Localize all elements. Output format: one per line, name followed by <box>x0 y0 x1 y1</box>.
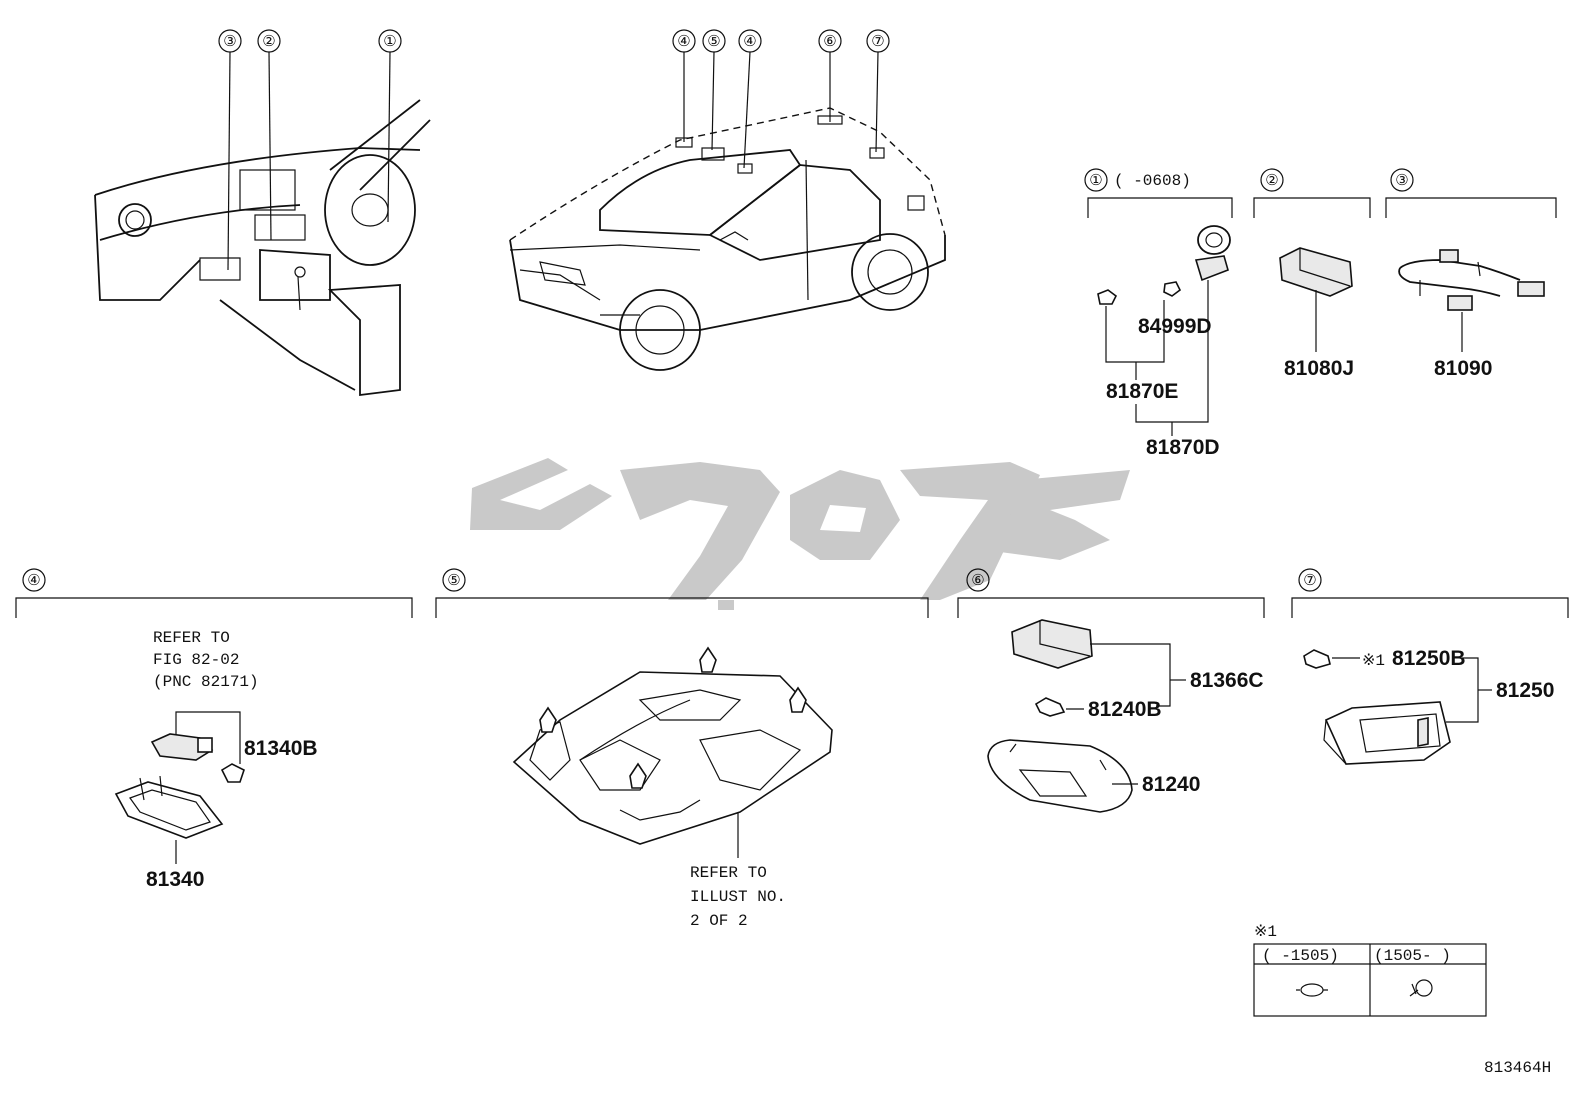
group-4: ④ REFER TO FIG 82-02 (PNC 82171) 81340B … <box>15 568 413 891</box>
group-5-bracket <box>435 597 929 618</box>
group-7-circle <box>1298 568 1322 592</box>
group-1: ① ( -0608) 84999D 81870E 81870D <box>1084 168 1233 459</box>
group-5: ⑤ REFER TO ILLUST NO. 2 OF 2 <box>435 568 929 930</box>
car-illustration <box>509 107 946 371</box>
part-81240[interactable]: 81240 <box>1142 773 1200 796</box>
group-6-number: ⑥ <box>971 572 984 589</box>
group-6-circle <box>966 568 990 592</box>
group-7-number: ⑦ <box>1303 572 1316 589</box>
dashboard-callouts: ③ ② ① <box>218 29 402 271</box>
callout-label-4b: ④ <box>743 33 756 50</box>
callout-label-7: ⑦ <box>871 33 884 50</box>
illustration-id: 813464H <box>1484 1059 1551 1077</box>
group-2-circle <box>1260 168 1284 192</box>
group-4-number: ④ <box>27 572 40 589</box>
refer-illust-line-1: REFER TO <box>690 864 767 882</box>
car-callouts: ④ ⑤ ④ ⑥ ⑦ <box>672 29 890 169</box>
callout-label-5: ⑤ <box>707 33 720 50</box>
group-3-circle <box>1390 168 1414 192</box>
remark-col-2: (1505- ) <box>1374 947 1451 965</box>
part-81240B[interactable]: 81240B <box>1088 698 1162 721</box>
callout-label-4a: ④ <box>677 33 690 50</box>
group-2-number: ② <box>1265 172 1278 189</box>
group-5-circle <box>442 568 466 592</box>
part-84999D[interactable]: 84999D <box>1138 315 1212 338</box>
group-1-bracket <box>1087 197 1233 218</box>
callout-label-1: ① <box>383 33 396 50</box>
group-3-bracket <box>1385 197 1557 218</box>
refer-illust-line-3: 2 OF 2 <box>690 912 748 930</box>
remark-mark-inline: ※1 <box>1362 652 1385 670</box>
sensor-81080J <box>1279 247 1353 297</box>
bulb-type-new-icon <box>1409 979 1433 997</box>
bulb-84999D <box>1163 281 1182 297</box>
group-6-bracket <box>957 597 1265 618</box>
overhead-console-bracket <box>512 671 833 845</box>
part-81250[interactable]: 81250 <box>1496 679 1554 702</box>
group-2: ② 81080J <box>1253 168 1371 380</box>
wire-harness-81090 <box>1399 259 1521 281</box>
part-81366C[interactable]: 81366C <box>1190 669 1264 692</box>
remark-table: ※1 ( -1505) (1505- ) <box>1253 923 1487 1017</box>
bulb-socket-a <box>1097 289 1118 305</box>
group-1-number: ① <box>1089 172 1102 189</box>
bulb-81250B <box>1303 649 1331 669</box>
remark-table-mark: ※1 <box>1254 923 1277 941</box>
part-81870D[interactable]: 81870D <box>1146 436 1220 459</box>
bulb-81240B <box>1034 697 1066 717</box>
callout-label-6: ⑥ <box>823 33 836 50</box>
bulb-type-old-icon <box>1296 983 1328 997</box>
lamp-unit-81366C <box>1011 619 1093 669</box>
refer-fig-line-2: FIG 82-02 <box>153 651 239 669</box>
lamp-81340 <box>114 781 224 839</box>
watermark-logo <box>470 458 1130 610</box>
group-3: ③ 81090 <box>1385 168 1557 380</box>
callout-label-2: ② <box>262 33 275 50</box>
dashboard-illustration <box>94 99 431 397</box>
lamp-81250 <box>1324 701 1451 765</box>
ring-light-81870D <box>1197 225 1231 255</box>
group-6: ⑥ 81366C 81240B 81240 <box>957 568 1265 813</box>
group-5-number: ⑤ <box>447 572 460 589</box>
part-81340[interactable]: 81340 <box>146 868 204 891</box>
group-7-bracket <box>1291 597 1569 618</box>
part-81090[interactable]: 81090 <box>1434 357 1492 380</box>
callout-label-3: ③ <box>223 33 236 50</box>
lens-81240 <box>987 739 1133 813</box>
part-81080J[interactable]: 81080J <box>1284 357 1354 380</box>
refer-fig-line-1: REFER TO <box>153 629 230 647</box>
group-4-circle <box>22 568 46 592</box>
group-1-range: ( -0608) <box>1114 172 1191 190</box>
group-2-bracket <box>1253 197 1371 218</box>
part-81870E[interactable]: 81870E <box>1106 380 1178 403</box>
part-81250B[interactable]: 81250B <box>1392 647 1466 670</box>
refer-fig-line-3: (PNC 82171) <box>153 673 259 691</box>
group-3-number: ③ <box>1395 172 1408 189</box>
group-1-circle <box>1084 168 1108 192</box>
remark-col-1: ( -1505) <box>1262 947 1339 965</box>
group-4-bracket <box>15 597 413 618</box>
refer-illust-line-2: ILLUST NO. <box>690 888 786 906</box>
part-81340B[interactable]: 81340B <box>244 737 318 760</box>
bulb-81340B <box>220 763 245 783</box>
group-7: ⑦ ※1 81250B 81250 <box>1291 568 1569 765</box>
